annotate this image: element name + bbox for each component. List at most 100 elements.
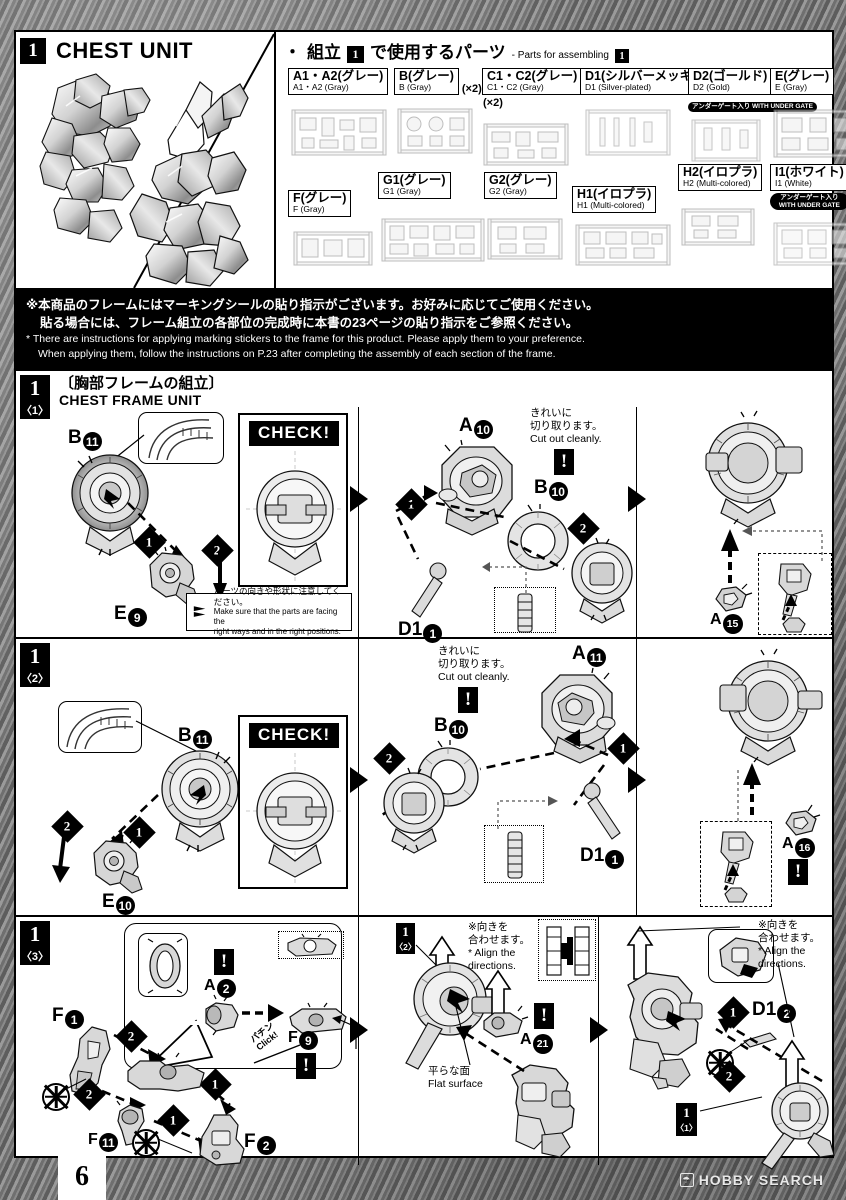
part-jp-label: B(グレー) xyxy=(399,69,454,83)
inset-leader-line xyxy=(482,561,527,593)
no-glue-leader xyxy=(61,1078,87,1092)
step-number: 1 xyxy=(20,920,50,948)
part-item-e: E(グレー) E (Gray) xyxy=(770,68,835,96)
parts-list-panel: ・ 組立 1 で使用するパーツ - Parts for assembling 1… xyxy=(276,32,846,288)
step-1-1-block: 1 〈1〉 〔胸部フレームの組立〕 CHEST FRAME UNIT xyxy=(16,371,832,644)
flat-jp: 平らな面 xyxy=(428,1064,470,1077)
step-number: 1 xyxy=(20,374,50,402)
align-jp1: ※向きを xyxy=(468,920,509,933)
flow-arrow-icon xyxy=(590,1016,608,1043)
part-art-assembly-with-arm xyxy=(405,961,499,1070)
part-en-label: B (Gray) xyxy=(399,82,432,93)
detail-zoom-box xyxy=(138,411,224,464)
page-title: CHEST UNIT xyxy=(56,38,193,63)
page-number: 6 xyxy=(58,1154,106,1200)
part-item-f: F(グレー) F (Gray) xyxy=(288,190,352,218)
inset-detail-box xyxy=(484,824,544,883)
flow-arrow-icon xyxy=(350,766,368,793)
check-illustration xyxy=(246,450,344,581)
rotate-arrow xyxy=(52,836,70,883)
cut-out-note: きれいに 切り取ります。 Cut out cleanly. xyxy=(530,407,602,446)
inset-part-art xyxy=(517,593,533,633)
part-en-label: A1・A2 (Gray) xyxy=(293,82,349,93)
part-art-a10-assembled xyxy=(571,537,633,624)
step-substep: 〈2〉 xyxy=(20,669,50,687)
caution-bang-icon: ! xyxy=(214,948,234,975)
detail-zoom-art xyxy=(148,418,214,460)
ref-step: 1 xyxy=(677,1103,696,1122)
part-jp-label: H1(イロプラ) xyxy=(577,187,652,201)
page-footer: 6 ☂ HOBBY SEARCH xyxy=(0,1154,846,1200)
align-en1: * Align the xyxy=(758,944,806,957)
cut-note-jp1: きれいに xyxy=(530,406,572,419)
notice-en-line2: When applying them, follow the instructi… xyxy=(38,347,556,360)
runner-art-a1a2 xyxy=(291,109,387,156)
top-section: 1 CHEST UNIT xyxy=(16,32,846,290)
part-art-a10 xyxy=(438,439,513,536)
part-jp-label: G1(グレー) xyxy=(383,173,446,187)
part-jp-label: C1・C2(グレー) xyxy=(487,69,578,83)
flow-arrow-icon xyxy=(350,1016,368,1043)
part-art-d1-1 xyxy=(411,562,447,618)
flow-arrow-icon xyxy=(628,766,646,793)
no-glue-icon xyxy=(42,1082,70,1111)
part-art-chest-frame-sub xyxy=(511,1063,575,1158)
inset-leader-line xyxy=(737,768,739,821)
inset-detail-box xyxy=(278,930,344,959)
part-qty: (×2) xyxy=(483,97,503,110)
under-gate-badge: アンダーゲート入り WITH UNDER GATE xyxy=(688,102,817,112)
cut-note-jp2: 切り取ります。 xyxy=(530,419,603,432)
part-art-b10-ring xyxy=(507,503,569,571)
runner-art-d1 xyxy=(585,109,671,156)
part-item-b: B(グレー) B (Gray) (×2) xyxy=(394,68,482,96)
flat-surface-note: 平らな面 Flat surface xyxy=(428,1065,483,1091)
runner-art-g1 xyxy=(381,218,485,262)
click-underline xyxy=(253,1043,301,1064)
part-en-label: F (Gray) xyxy=(293,204,325,215)
caution-bang-icon: ! xyxy=(534,1002,554,1029)
warning-arrow-icon xyxy=(193,605,206,617)
align-en1: * Align the xyxy=(468,946,516,959)
detail-zoom-box xyxy=(138,932,188,997)
runner-art-e xyxy=(773,109,846,158)
inset-detail-box xyxy=(700,820,772,907)
part-item-g1: G1(グレー) G1 (Gray) xyxy=(378,172,451,200)
parts-list-heading: ・ 組立 1 で使用するパーツ - Parts for assembling 1 xyxy=(284,38,826,63)
ref-substep: 〈2〉 xyxy=(394,940,417,954)
part-item-h2: H2(イロプラ) H2 (Multi-colored) xyxy=(678,164,763,192)
part-art-a11 xyxy=(541,667,616,764)
heading-jp: 組立 xyxy=(307,43,341,62)
part-jp-label: G2(グレー) xyxy=(489,173,552,187)
align-note: ※向きを 合わせます。 * Align the directions. xyxy=(758,919,820,972)
notice-jp-line2: 貼る場合には、フレーム組立の各部位の完成時に本書の23ページの貼り指示をご参照く… xyxy=(40,316,579,331)
instruction-sheet: 1 CHEST UNIT xyxy=(14,30,846,1170)
cut-note-jp2: 切り取ります。 xyxy=(438,657,511,670)
part-art-a15 xyxy=(715,583,753,612)
part-art-b11 xyxy=(161,749,239,852)
pane-divider-2 xyxy=(636,406,637,637)
step-reference-1-2: 1 〈2〉 xyxy=(394,922,417,954)
orientation-note-box: パーツの向きや形状に注意してください。 Make sure that the p… xyxy=(186,586,352,636)
part-jp-label: I1(ホワイト) xyxy=(775,165,844,179)
runner-art-b xyxy=(397,108,473,154)
part-item-h1: H1(イロプラ) H1 (Multi-colored) xyxy=(572,186,657,214)
part-art-chest-frame-complete xyxy=(627,971,703,1090)
part-art-joint-with-rod xyxy=(761,1081,835,1170)
flow-arrow-icon xyxy=(628,485,646,512)
part-item-a1a2: A1・A2(グレー) A1・A2 (Gray) xyxy=(288,68,389,96)
caution-bang-icon: ! xyxy=(296,1052,316,1079)
step-title-en: CHEST FRAME UNIT xyxy=(59,391,202,408)
step-reference-1-1: 1 〈1〉 xyxy=(676,1102,697,1136)
align-jp2: 合わせます。 xyxy=(468,933,530,946)
watermark-text: HOBBY SEARCH xyxy=(698,1172,824,1188)
step-substep: 〈1〉 xyxy=(20,401,50,419)
caution-bang-icon: ! xyxy=(554,448,574,475)
